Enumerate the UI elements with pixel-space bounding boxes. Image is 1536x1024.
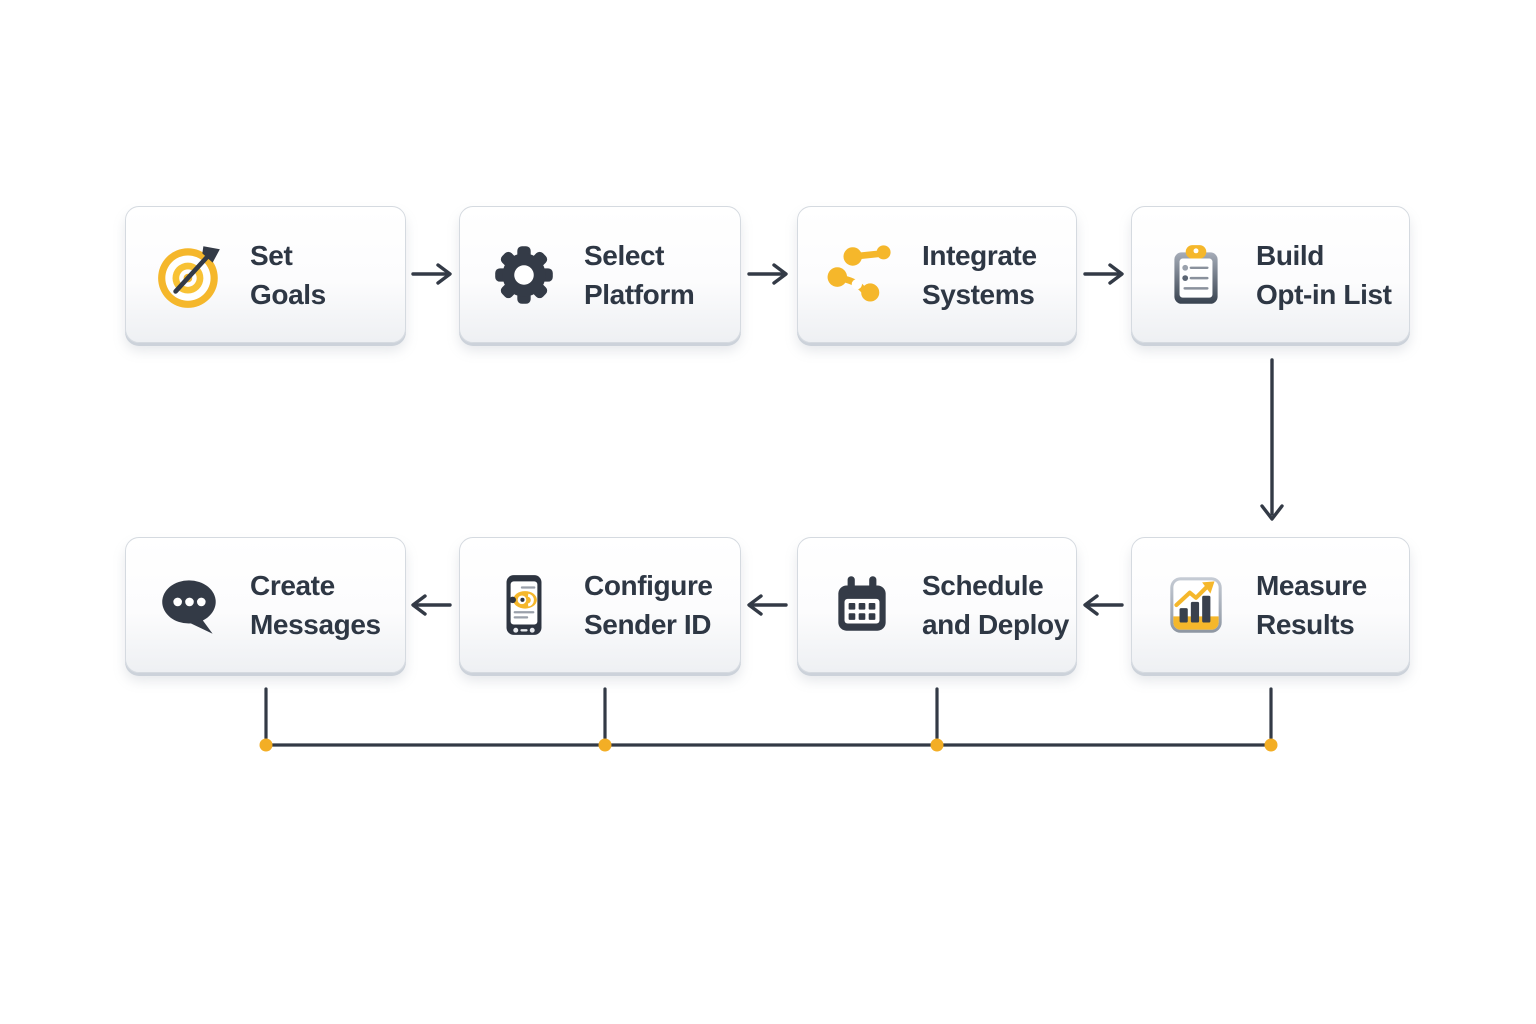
node-set-goals: Set Goals	[125, 206, 406, 343]
junction-dot	[598, 738, 612, 752]
node-label-line2: and Deploy	[922, 609, 1069, 640]
node-label-line1: Integrate	[922, 239, 1037, 271]
node-label: Measure Results	[1256, 566, 1367, 644]
target-icon	[154, 239, 226, 311]
node-label-line2: Goals	[250, 278, 326, 310]
node-label-line1: Measure	[1256, 570, 1367, 601]
junction-dot	[259, 738, 273, 752]
node-label: Select Platform	[584, 236, 695, 314]
node-label: Set Goals	[250, 236, 326, 314]
network-nodes-icon	[826, 239, 898, 311]
junction-dot	[1264, 738, 1278, 752]
node-label-line1: Schedule	[922, 570, 1044, 601]
arrow-configure-sender-id-to-create-messages	[411, 594, 452, 616]
node-label: Build Opt-in List	[1256, 236, 1392, 314]
clipboard-icon	[1160, 239, 1232, 311]
arrow-measure-results-to-schedule-and-deploy	[1083, 594, 1124, 616]
phone-icon	[488, 569, 560, 641]
node-create-messages: Create Messages	[125, 537, 406, 673]
node-label-line2: Sender ID	[584, 609, 712, 640]
calendar-icon	[826, 569, 898, 641]
speech-bubble-icon	[154, 569, 226, 641]
arrow-select-platform-to-integrate-systems	[747, 263, 788, 285]
node-label-line1: Select	[584, 239, 665, 271]
node-label-line1: Configure	[584, 570, 713, 601]
node-build-opt-in-list: Build Opt-in List	[1131, 206, 1410, 343]
node-measure-results: Measure Results	[1131, 537, 1410, 673]
node-label-line2: Systems	[922, 278, 1035, 310]
node-label-line1: Build	[1256, 239, 1324, 271]
node-label-line2: Opt-in List	[1256, 278, 1392, 310]
node-configure-sender-id: Configure Sender ID	[459, 537, 741, 673]
node-label-line1: Set	[250, 239, 293, 271]
node-label: Create Messages	[250, 566, 381, 644]
node-label: Integrate Systems	[922, 236, 1037, 314]
bottom-connector-bus	[264, 687, 1273, 747]
node-label: Configure Sender ID	[584, 566, 713, 644]
node-label: Schedule and Deploy	[922, 566, 1069, 644]
gear-icon	[488, 239, 560, 311]
arrow-set-goals-to-select-platform	[411, 263, 452, 285]
node-label-line2: Platform	[584, 278, 695, 310]
node-select-platform: Select Platform	[459, 206, 741, 343]
node-label-line2: Results	[1256, 609, 1355, 640]
arrow-build-opt-in-list-to-measure-results	[1260, 358, 1284, 521]
arrow-schedule-and-deploy-to-configure-sender-id	[747, 594, 788, 616]
junction-dot	[930, 738, 944, 752]
bus-junction-dots	[259, 738, 1278, 752]
arrow-integrate-systems-to-build-opt-in-list	[1083, 263, 1124, 285]
chart-icon	[1160, 569, 1232, 641]
node-integrate-systems: Integrate Systems	[797, 206, 1077, 343]
node-label-line2: Messages	[250, 609, 381, 640]
node-schedule-and-deploy: Schedule and Deploy	[797, 537, 1077, 673]
node-label-line1: Create	[250, 570, 335, 601]
